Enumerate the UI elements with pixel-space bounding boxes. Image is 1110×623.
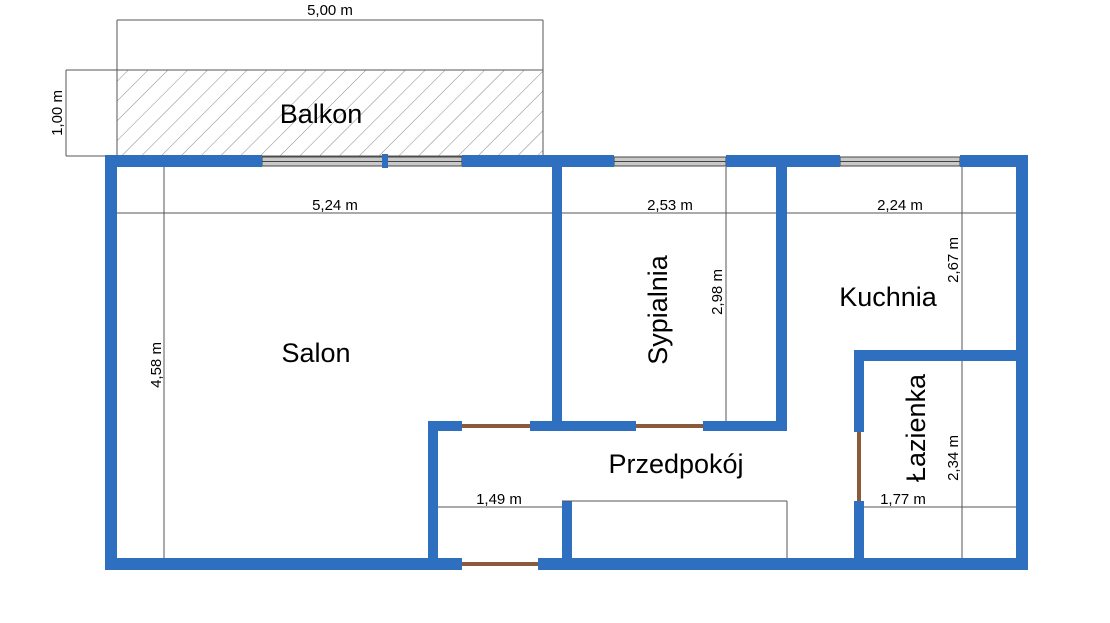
sypialnia-depth-label: 2,98 m xyxy=(709,269,726,315)
room-labels: Salon Sypialnia Kuchnia Łazienka Przedpo… xyxy=(281,254,937,482)
salon-width-label: 5,24 m xyxy=(312,197,358,214)
room-label-lazienka: Łazienka xyxy=(901,373,931,482)
sypialnia-width-label: 2,53 m xyxy=(647,197,693,214)
lazienka-depth-label: 2,34 m xyxy=(945,435,962,481)
kuchnia-depth-label: 2,67 m xyxy=(945,237,962,283)
room-label-sypialnia: Sypialnia xyxy=(643,254,673,365)
doors xyxy=(462,424,861,566)
door-sypialnia xyxy=(636,424,703,428)
room-label-salon: Salon xyxy=(281,338,350,368)
balcony-depth-label: 1,00 m xyxy=(49,90,66,136)
room-label-balkon: Balkon xyxy=(280,99,363,129)
balcony-width-label: 5,00 m xyxy=(307,2,353,19)
balcony-area xyxy=(116,69,544,157)
lazienka-width-label: 1,77 m xyxy=(880,491,926,508)
balcony: 5,00 m 1,00 m Balkon xyxy=(49,2,544,157)
walls xyxy=(105,155,1028,570)
room-label-kuchnia: Kuchnia xyxy=(839,282,938,312)
room-label-przedpokoj: Przedpokój xyxy=(608,449,743,479)
door-salon xyxy=(462,424,530,428)
dimension-lines: 5,24 m 4,58 m 2,53 m 2,98 m 2,24 m 2,67 … xyxy=(117,167,1016,558)
door-entrance xyxy=(462,562,538,566)
door-lazienka xyxy=(857,432,861,501)
window-post xyxy=(382,154,388,168)
kuchnia-width-label: 2,24 m xyxy=(877,197,923,214)
salon-depth-label: 4,58 m xyxy=(148,342,165,388)
przedpokoj-width-label: 1,49 m xyxy=(476,491,522,508)
